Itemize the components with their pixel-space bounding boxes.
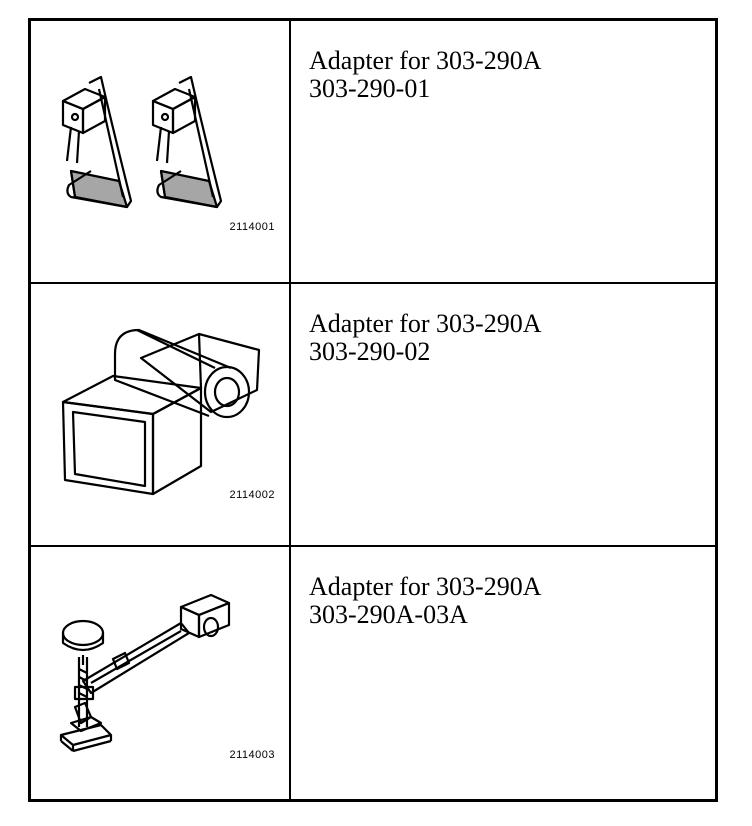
- figure-number: 2114001: [229, 221, 275, 233]
- tool-description-cell: Adapter for 303-290A 303-290-01: [291, 21, 715, 282]
- tool-row: 2114002 Adapter for 303-290A 303-290-02: [31, 284, 715, 547]
- tool-illustration-cell: 2114002: [31, 284, 291, 545]
- tool-description-cell: Adapter for 303-290A 303-290-02: [291, 284, 715, 545]
- screw-clamp-adapter-icon: [59, 593, 231, 753]
- tool-illustration-cell: 2114003: [31, 547, 291, 799]
- tool-part-number: 303-290-02: [309, 337, 431, 366]
- tool-description-cell: Adapter for 303-290A 303-290A-03A: [291, 547, 715, 799]
- tool-row: 2114003 Adapter for 303-290A 303-290A-03…: [31, 547, 715, 799]
- twin-bracket-adapter-icon: [61, 75, 223, 209]
- special-tools-table: 2114001 Adapter for 303-290A 303-290-01: [28, 18, 718, 802]
- tool-description: Adapter for 303-290A: [309, 572, 542, 601]
- tool-part-number: 303-290A-03A: [309, 600, 468, 629]
- tool-illustration-cell: 2114001: [31, 21, 291, 282]
- figure-number: 2114003: [229, 749, 275, 761]
- tool-part-number: 303-290-01: [309, 74, 431, 103]
- square-tube-adapter-icon: [61, 328, 261, 496]
- tool-row: 2114001 Adapter for 303-290A 303-290-01: [31, 21, 715, 284]
- figure-number: 2114002: [229, 489, 275, 501]
- tool-description: Adapter for 303-290A: [309, 46, 542, 75]
- tool-description: Adapter for 303-290A: [309, 309, 542, 338]
